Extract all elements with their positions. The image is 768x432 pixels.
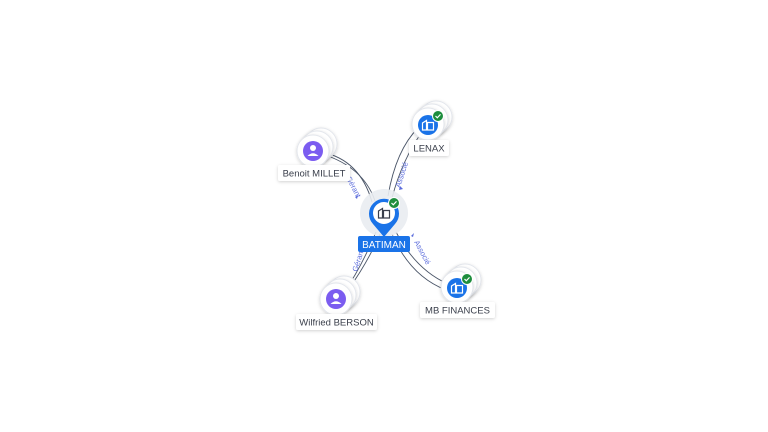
- node-label-benoit-millet: Benoit MILLET: [283, 169, 346, 180]
- center-label-batiman: BATIMAN: [362, 240, 406, 251]
- person-icon: [303, 141, 323, 161]
- check-badge-icon: [461, 273, 473, 285]
- edge-arrow-benoit: [355, 195, 358, 199]
- node-lenax[interactable]: LENAX: [409, 100, 453, 156]
- check-badge-icon: [432, 110, 444, 122]
- edge-arrow-mbfinances: [411, 233, 414, 237]
- node-mb-finances[interactable]: MB FINANCES: [420, 263, 495, 318]
- company-icon: [447, 278, 467, 298]
- edge-label-mbfinances: Associé: [412, 239, 432, 266]
- node-label-wilfried-berson: Wilfried BERSON: [299, 318, 374, 329]
- company-icon: [418, 115, 438, 135]
- edge-arrow-lenax: [399, 186, 403, 190]
- node-label-mb-finances: MB FINANCES: [425, 306, 490, 317]
- center-node-batiman[interactable]: BATIMAN: [358, 189, 410, 252]
- node-wilfried-berson[interactable]: Wilfried BERSON: [296, 275, 377, 330]
- node-benoit-millet[interactable]: Benoit MILLET: [278, 127, 350, 181]
- person-icon: [326, 289, 346, 309]
- check-badge-icon: [388, 197, 400, 209]
- company-icon: [377, 207, 391, 219]
- node-label-lenax: LENAX: [413, 144, 445, 155]
